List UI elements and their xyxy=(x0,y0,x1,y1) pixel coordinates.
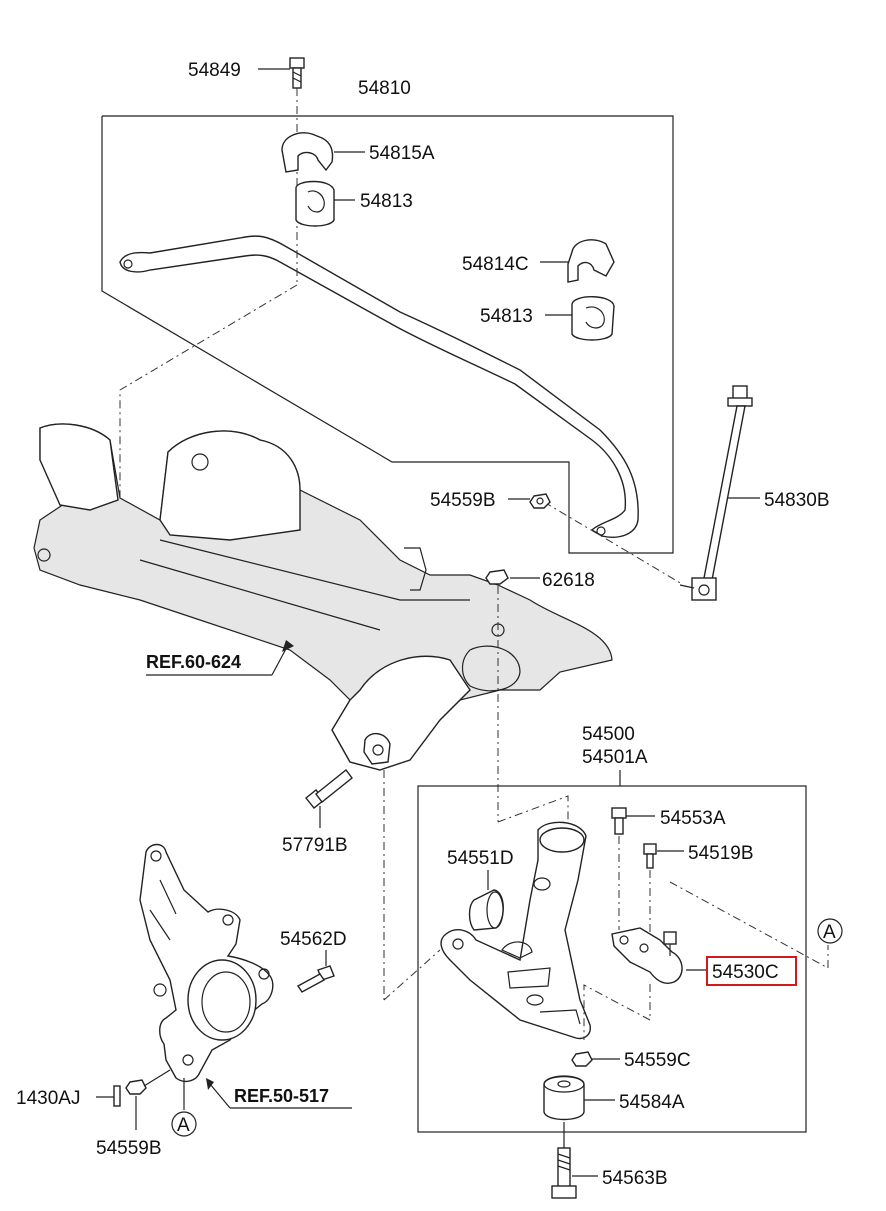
label-57791B: 57791B xyxy=(282,835,348,856)
label-54813-bottom: 54813 xyxy=(480,306,533,327)
bracket-54815A xyxy=(281,132,334,173)
bracket-54814C xyxy=(567,239,615,283)
label-54559B-bottom: 54559B xyxy=(96,1138,162,1159)
bolt-54849 xyxy=(289,57,305,89)
label-62618: 62618 xyxy=(542,570,595,591)
label-54553A: 54553A xyxy=(660,808,726,829)
bar-end-hole-right xyxy=(596,526,606,536)
bushing-54813-top xyxy=(295,180,335,227)
label-54559C: 54559C xyxy=(624,1050,691,1071)
label-54519B: 54519B xyxy=(688,843,754,864)
steering-knuckle xyxy=(139,843,274,1083)
lower-arm-group-outline xyxy=(417,785,807,1133)
label-54563B: 54563B xyxy=(602,1168,668,1189)
label-ref-60-624: REF.60-624 xyxy=(146,652,241,672)
bolt-54519B xyxy=(643,843,657,869)
circle-marker-a-balljoint xyxy=(817,918,843,944)
nut-54559B-bottom xyxy=(125,1079,147,1095)
label-54562D: 54562D xyxy=(280,929,347,950)
lower-control-arm xyxy=(440,821,591,1040)
label-circle-a-balljoint: A xyxy=(823,922,836,943)
label-54559B-top: 54559B xyxy=(430,490,496,511)
bolt-54562D xyxy=(296,965,335,993)
stabilizer-group-outline xyxy=(101,115,674,554)
label-54814C: 54814C xyxy=(462,254,529,275)
label-ref-50-517: REF.50-517 xyxy=(234,1086,329,1106)
nut-54559C xyxy=(571,1051,593,1067)
bushing-54813-bottom xyxy=(571,296,615,341)
pin-1430AJ xyxy=(113,1085,121,1107)
label-54815A: 54815A xyxy=(369,143,435,164)
label-54530C: 54530C xyxy=(712,962,779,983)
label-54849: 54849 xyxy=(188,60,241,81)
bushing-54551D xyxy=(468,889,504,931)
subframe-crossmember xyxy=(33,423,613,771)
label-54500: 54500 xyxy=(582,724,635,745)
highlight-box-54530C xyxy=(706,956,797,986)
bolt-62618 xyxy=(485,569,509,585)
label-1430AJ: 1430AJ xyxy=(16,1088,80,1109)
stabilizer-link-54830B xyxy=(679,385,753,601)
circle-marker-a-knuckle xyxy=(171,1111,197,1137)
bar-end-hole-left xyxy=(123,259,133,269)
label-circle-a-knuckle: A xyxy=(177,1115,190,1136)
bolt-54563B xyxy=(551,1147,577,1199)
label-54813-top: 54813 xyxy=(360,191,413,212)
label-54551D: 54551D xyxy=(447,848,514,869)
label-54810: 54810 xyxy=(358,78,411,99)
label-54584A: 54584A xyxy=(619,1092,685,1113)
label-54501A: 54501A xyxy=(582,747,648,768)
label-54830B: 54830B xyxy=(764,490,830,511)
ball-joint-54530C xyxy=(611,927,683,984)
bolt-54553A xyxy=(611,807,627,835)
bushing-54584A xyxy=(543,1075,585,1121)
bolt-57791B xyxy=(305,769,353,809)
nut-54559B-top xyxy=(529,493,551,509)
